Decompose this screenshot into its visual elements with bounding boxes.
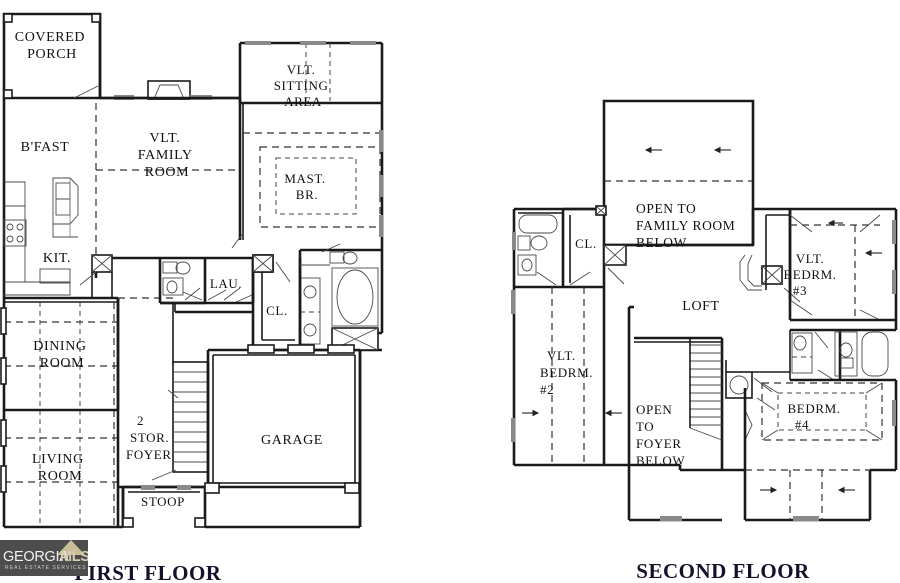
label-dining-room: DINING ROOM (33, 339, 90, 371)
label-breakfast: B'FAST (21, 140, 70, 155)
logo-text-georgia: GEORGIA (3, 549, 69, 565)
label-vaulted-bedroom-3: VLT. BEDRM. #3 (784, 251, 841, 298)
label-master-closet: CL. (266, 303, 288, 318)
porch-columns (3, 13, 101, 99)
label-stoop: STOOP (141, 494, 185, 509)
bedroom4-lower-dashes (745, 469, 870, 521)
logo-tagline: REAL ESTATE SERVICES (5, 565, 87, 571)
first-floor-room-labels: COVERED PORCH B'FAST KIT. VLT. FAMILY RO… (15, 30, 333, 509)
label-open-to-foyer-below: OPEN TO FOYER BELOW (636, 402, 685, 468)
first-floor-title: FIRST FLOOR (75, 561, 222, 583)
label-two-story-foyer: 2 STOR. FOYER (126, 413, 173, 462)
label-covered-porch: COVERED PORCH (15, 30, 89, 62)
second-floor-title: SECOND FLOOR (636, 559, 810, 583)
logo-text-mls: MLS (60, 549, 88, 565)
first-floor-windows (245, 41, 383, 237)
bedroom2-vault-dashes (511, 287, 585, 465)
label-living-room: LIVING ROOM (32, 452, 88, 484)
label-second-floor-closet: CL. (575, 236, 597, 251)
label-master-bedroom: MAST. BR. (284, 171, 329, 202)
porch-door (12, 85, 100, 99)
georgia-mls-logo: GEORGIA MLS REAL ESTATE SERVICES (0, 540, 88, 576)
label-open-to-family-room-below: OPEN TO FAMILY ROOM BELOW (636, 201, 739, 250)
label-vaulted-family-room: VLT. FAMILY ROOM (138, 131, 196, 180)
open-to-foyer-below-box (627, 305, 724, 522)
loft-area (720, 254, 801, 470)
first-floor-plan: COVERED PORCH B'FAST KIT. VLT. FAMILY RO… (0, 12, 384, 529)
family-room-vault-dashes (95, 103, 240, 258)
master-bedroom-tray (259, 146, 381, 228)
vault-direction-arrows (522, 146, 882, 494)
label-garage: GARAGE (261, 433, 323, 448)
bedroom3-walls (765, 209, 896, 322)
label-vaulted-bedroom-2: VLT. BEDRM. #2 (540, 348, 597, 397)
label-loft: LOFT (682, 299, 719, 314)
label-bedroom-4: BEDRM. #4 (788, 401, 845, 432)
second-floor-room-labels: OPEN TO FAMILY ROOM BELOW CL. LOFT VLT. … (540, 201, 845, 468)
logo-roof-icon (57, 540, 85, 555)
second-floor-plan: OPEN TO FAMILY ROOM BELOW CL. LOFT VLT. … (511, 99, 898, 522)
stoop (121, 469, 206, 528)
hall-doors (79, 231, 274, 314)
bedroom4-tray (743, 382, 896, 470)
label-kitchen: KIT. (43, 251, 71, 266)
label-vaulted-sitting-area: VLT. SITTING AREA (274, 62, 333, 109)
kitchen-fixtures (3, 177, 79, 296)
sitting-area-vault-dashes (243, 43, 382, 134)
second-floor-hall-fixtures (725, 371, 790, 441)
family-room-fireplace (100, 80, 240, 100)
label-laundry: LAU. (210, 276, 242, 291)
second-floor-hall-bath (512, 209, 565, 289)
garage-outline (204, 344, 362, 527)
bedroom3-bathroom (789, 328, 889, 382)
